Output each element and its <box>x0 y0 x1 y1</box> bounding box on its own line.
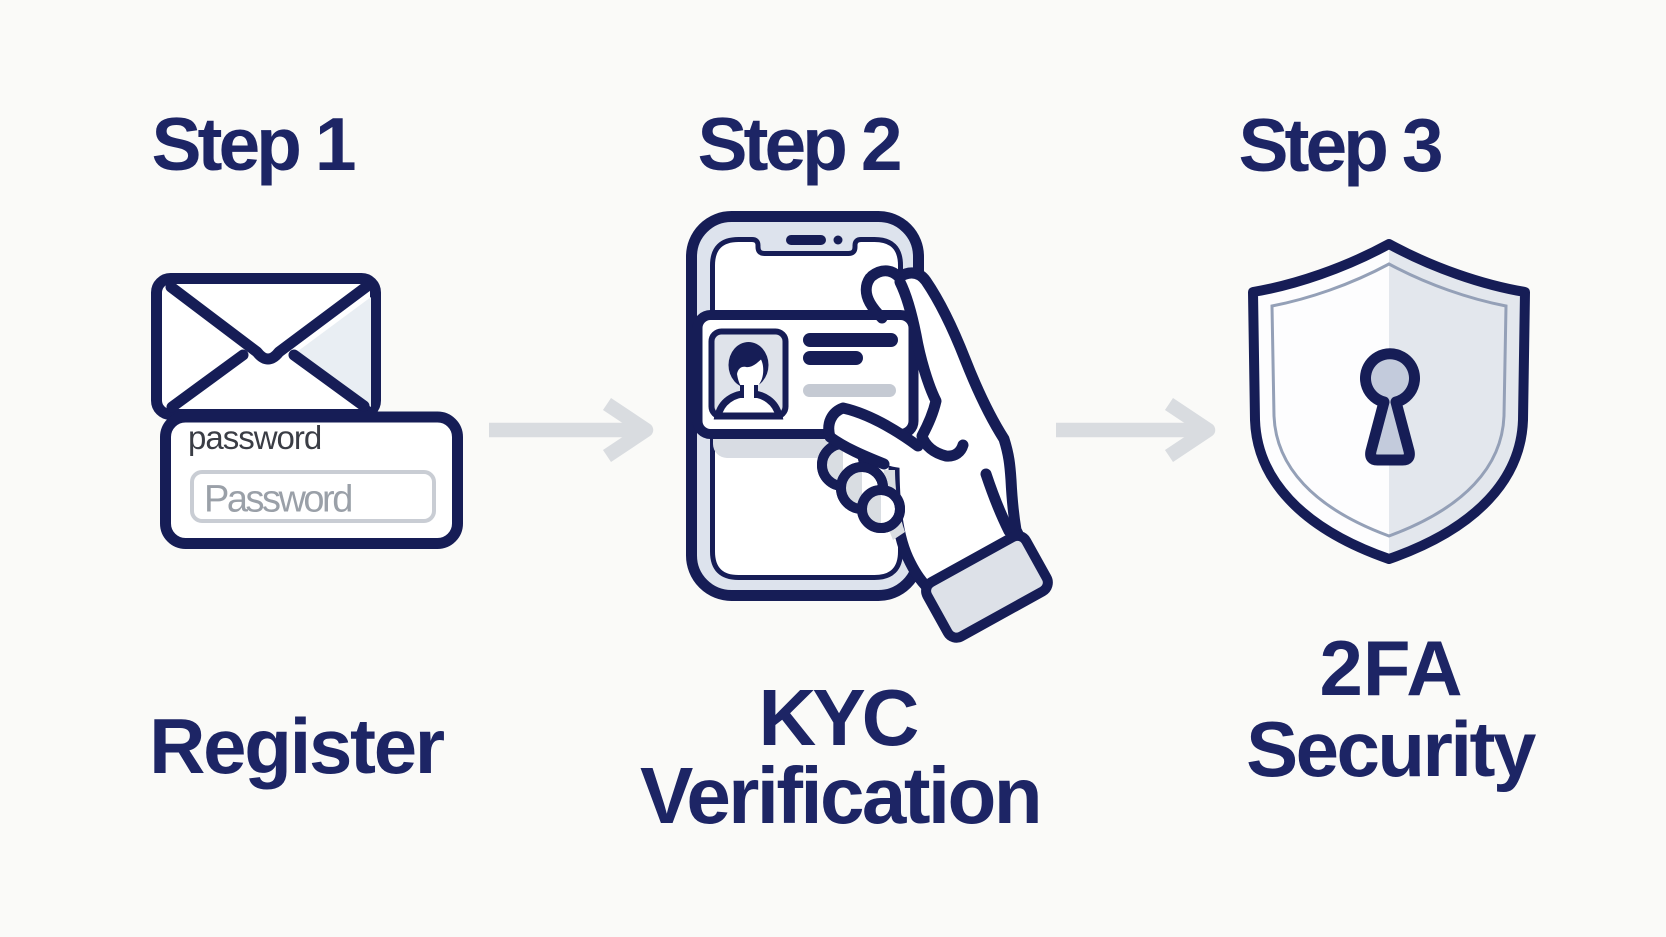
svg-text:Step 2: Step 2 <box>697 102 899 186</box>
svg-text:Security: Security <box>1246 705 1536 793</box>
svg-text:Step 1: Step 1 <box>151 102 354 186</box>
svg-text:Step 3: Step 3 <box>1238 103 1440 187</box>
svg-text:KYC: KYC <box>759 673 918 762</box>
svg-text:Register: Register <box>149 702 445 790</box>
svg-text:password: password <box>188 419 321 456</box>
svg-text:Password: Password <box>204 479 351 521</box>
svg-text:Verification: Verification <box>640 751 1040 840</box>
svg-text:2FA: 2FA <box>1319 624 1462 712</box>
